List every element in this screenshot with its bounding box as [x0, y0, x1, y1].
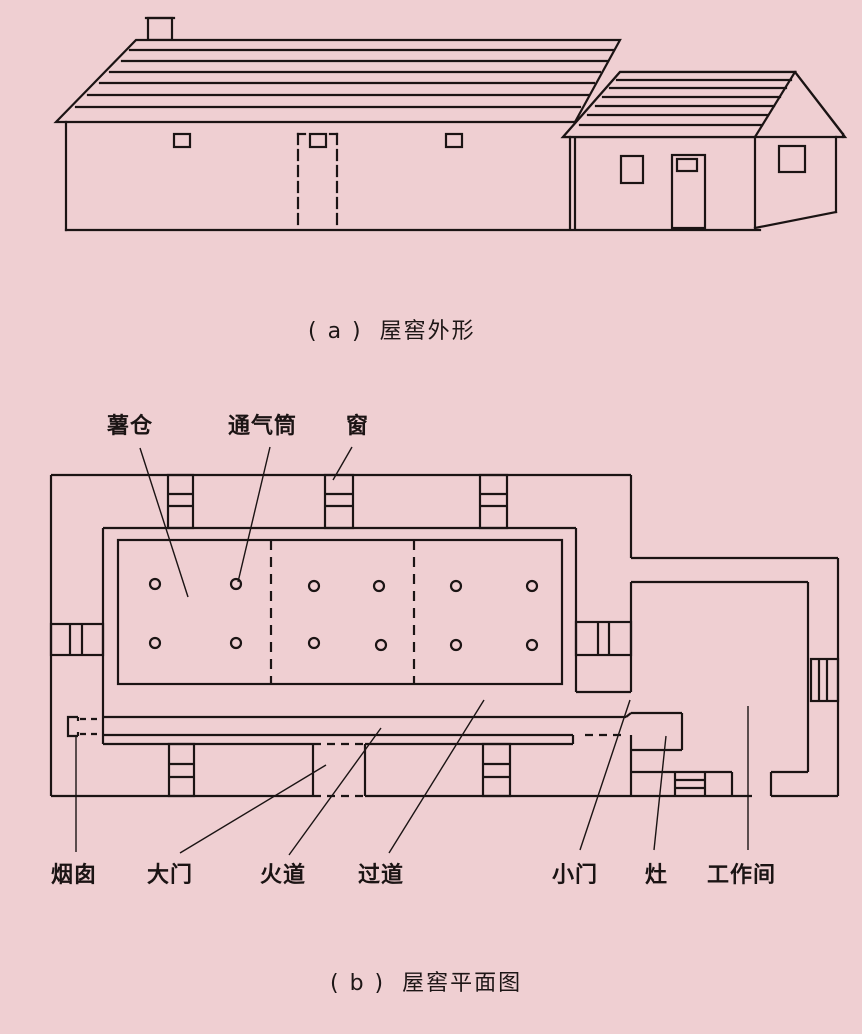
label-ventilation-pipe: 通气筒 [228, 414, 298, 439]
label-window: 窗 [346, 414, 370, 439]
figure-a-caption-text: 屋窖外形 [379, 319, 476, 344]
label-small-door: 小门 [552, 863, 599, 888]
label-sweet-potato-storage: 薯仓 [107, 414, 154, 439]
label-fire-flue: 火道 [260, 863, 307, 888]
figure-b-caption: ( b ) 屋窖平面图 [330, 965, 522, 997]
label-workroom: 工作间 [707, 863, 777, 888]
label-main-door: 大门 [147, 863, 194, 888]
figure-a-caption-prefix: ( a ) [308, 319, 363, 344]
figure-b-caption-text: 屋窖平面图 [402, 971, 523, 996]
figure-b-caption-prefix: ( b ) [330, 971, 386, 996]
label-passage: 过道 [358, 863, 405, 888]
figure-a-caption: ( a ) 屋窖外形 [308, 313, 476, 345]
house-exterior-drawing [53, 16, 848, 232]
label-stove: 灶 [645, 863, 669, 888]
label-chimney: 烟囱 [51, 863, 98, 888]
